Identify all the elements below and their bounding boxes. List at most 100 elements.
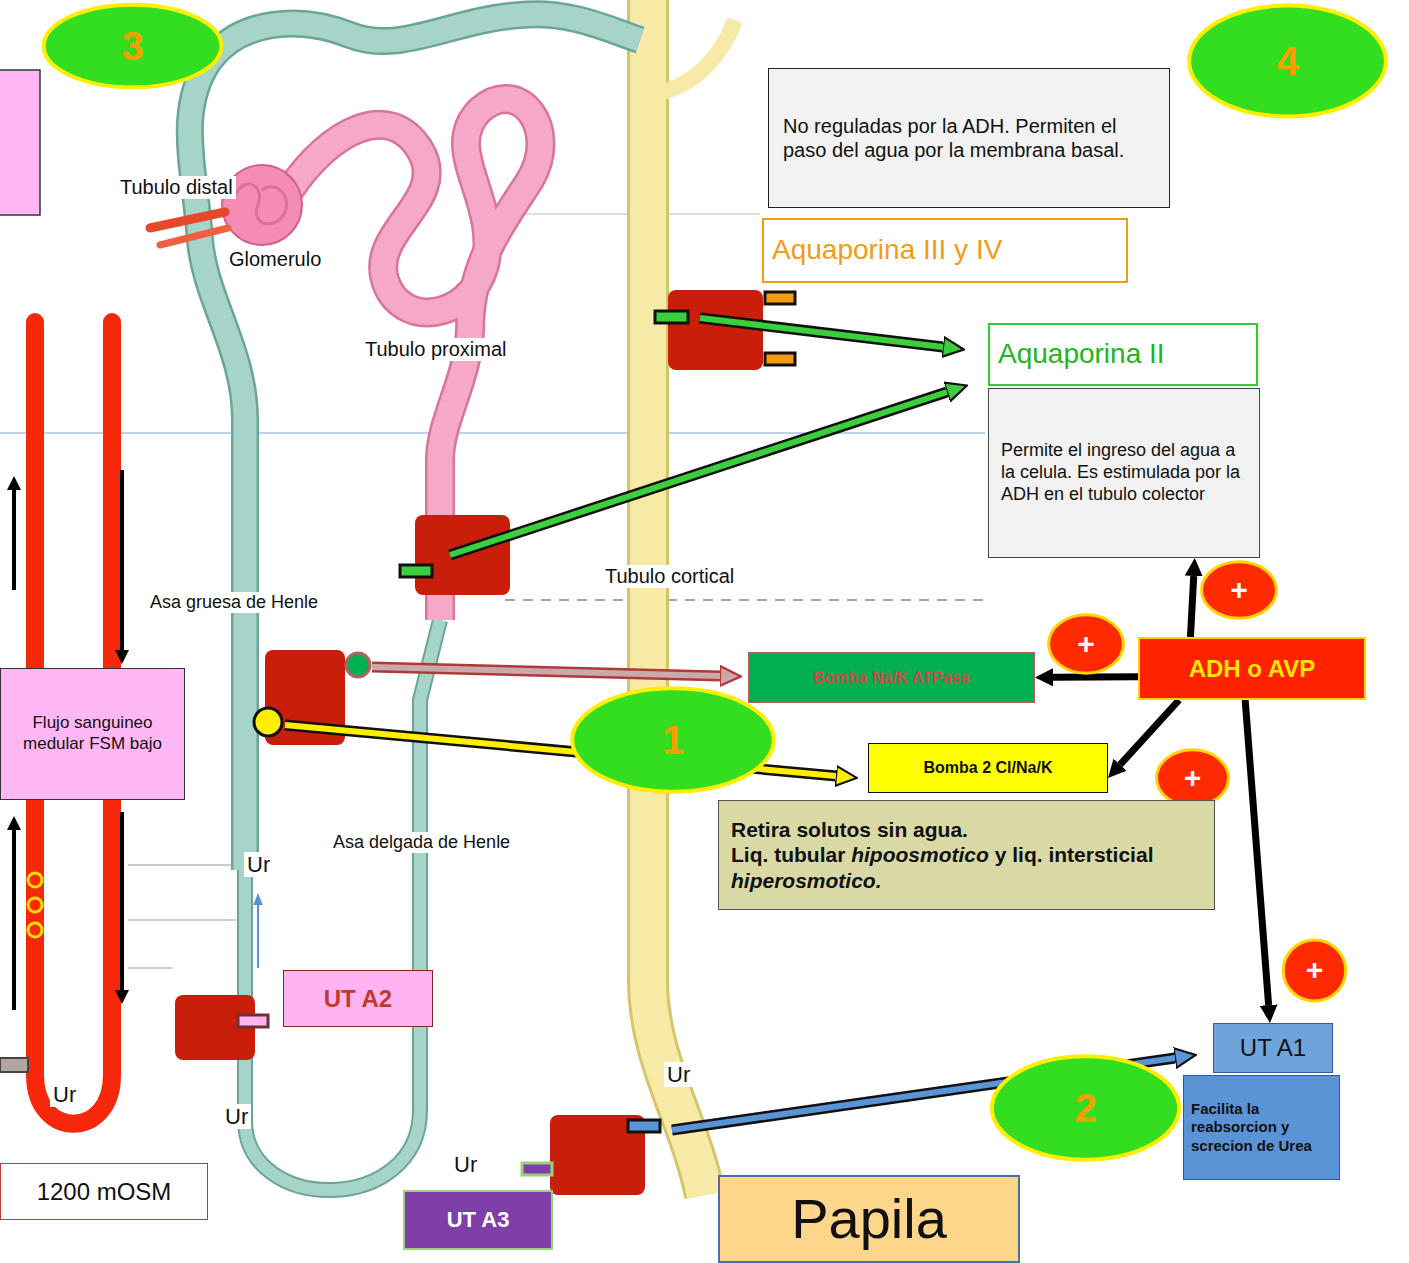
arteriole (160, 228, 228, 245)
flow-arrow (12, 490, 16, 590)
ellipse-shape (1049, 615, 1124, 673)
note-box-text: Facilita la reabsorcion y screcion de Ur… (1191, 1100, 1329, 1155)
note-box: Facilita la reabsorcion y screcion de Ur… (1183, 1075, 1340, 1180)
stimulus-arrow (1053, 673, 1138, 681)
text-run: intersticial (1048, 843, 1153, 866)
note-box: No reguladas por la ADH. Permiten el pas… (768, 68, 1170, 208)
pump-label: Bomba 2 Cl/Na/K (868, 743, 1108, 793)
pointer-arrow (450, 392, 947, 555)
note-box-edge (0, 70, 40, 215)
thin-limb-edge (245, 620, 440, 1190)
transporter-symbol (522, 1163, 552, 1175)
value-box-text: 1200 mOSM (37, 1177, 172, 1206)
pointer-arrow (372, 667, 720, 676)
note-box-text: Retira solutos sin agua. Liq. tubular hi… (731, 817, 1199, 894)
solute-label: Ur (222, 1104, 251, 1129)
step-number: 3 (40, 2, 225, 90)
arrow-outline (450, 392, 947, 555)
aquaporin-2-symbol (655, 311, 688, 323)
transporter-label: UT A1 (1213, 1023, 1333, 1073)
ellipse-shape (1202, 562, 1277, 618)
channel-label: Aquaporina III y IV (762, 218, 1128, 283)
zone-line (128, 920, 236, 921)
solute-dot (28, 873, 42, 887)
channel-label: Aquaporina II (988, 323, 1258, 386)
part-name: Glomerulo (226, 248, 324, 271)
stimulus-sign-text: + (1306, 952, 1324, 989)
stimulus-sign: + (1282, 938, 1347, 1003)
text-run: solutos (796, 818, 871, 841)
ellipse-shape (1283, 940, 1345, 1001)
note-box: Retira solutos sin agua. Liq. tubular hi… (718, 800, 1215, 910)
text-run: Retira (731, 818, 791, 841)
ellipse-shape (1189, 6, 1386, 117)
aquaporin-3-symbol (765, 292, 795, 304)
aquaporin-3-symbol (765, 353, 795, 365)
transporter-symbol (238, 1015, 268, 1027)
note-box-text: No reguladas por la ADH. Permiten el pas… (783, 114, 1152, 163)
ellipse-shape (992, 1056, 1179, 1159)
solute-dot (28, 898, 42, 912)
pump-label: Bomba Na/K ATPasa (748, 652, 1035, 703)
step-number-text: 1 (662, 716, 684, 765)
channel-label-text: Aquaporina II (998, 337, 1165, 371)
urea-arrow (257, 905, 259, 968)
pump-label-text: Bomba Na/K ATPasa (813, 668, 969, 688)
hormone-box-text: ADH o AVP (1189, 654, 1316, 683)
text-run: hiperosmotico. (731, 869, 882, 892)
flow-arrow (12, 830, 16, 1010)
solute-label: Ur (664, 1062, 693, 1087)
step-number-text: 3 (121, 22, 143, 71)
text-run: hipoosmotico (851, 843, 989, 866)
stimulus-arrow (1245, 700, 1268, 1005)
solute-label: Ur (50, 1082, 79, 1107)
text-run: sin (877, 818, 907, 841)
part-name: Asa delgada de Henle (330, 832, 513, 853)
flow-arrow (120, 470, 124, 650)
text-run: Liq. (731, 843, 768, 866)
glomerulus-capillary (235, 184, 287, 224)
flow-arrow (120, 812, 124, 990)
transporter-label-text: UT A1 (1240, 1033, 1306, 1062)
note-box-text: Flujo sanguineo medular FSM bajo (11, 713, 175, 754)
ellipse-shape (44, 5, 222, 88)
transporter-label-text: UT A2 (324, 984, 392, 1013)
pump-symbol (254, 708, 282, 736)
transporter-label: UT A3 (403, 1190, 553, 1250)
pump-symbol (346, 653, 370, 677)
text-run: y (995, 843, 1007, 866)
stimulus-sign: + (1200, 560, 1278, 620)
step-number: 1 (568, 685, 778, 795)
part-name: Asa gruesa de Henle (147, 592, 321, 613)
transporter-symbol (628, 1120, 660, 1132)
part-name: Tubulo proximal (362, 338, 510, 361)
zone-line (505, 599, 990, 601)
region-label-text: Papila (791, 1185, 947, 1253)
part-name: Tubulo cortical (602, 565, 737, 588)
stimulus-arrow (1190, 576, 1193, 637)
text-run: agua. (913, 818, 968, 841)
epithelial-cell (668, 290, 763, 370)
step-number-text: 4 (1276, 37, 1298, 86)
zone-line (128, 968, 172, 969)
stimulus-sign-text: + (1077, 626, 1095, 663)
part-name: Tubulo distal (117, 176, 236, 199)
stimulus-sign-text: + (1230, 572, 1248, 609)
channel-label-text: Aquaporina III y IV (772, 233, 1002, 267)
collecting-duct (648, 0, 705, 1195)
arrow-outline (372, 667, 720, 676)
collecting-duct-branch (648, 20, 735, 95)
solute-label: Ur (244, 852, 273, 877)
step-number: 4 (1185, 2, 1390, 120)
ellipse-shape (1157, 750, 1229, 806)
ellipse-shape (572, 688, 774, 791)
transporter-label-text: UT A3 (447, 1207, 510, 1234)
solute-dot (28, 923, 42, 937)
stimulus-sign: + (1047, 613, 1125, 675)
thin-limb (245, 620, 440, 1190)
text-run: tubular (774, 843, 845, 866)
collecting-duct-edge (648, 0, 705, 1195)
stimulus-sign-text: + (1184, 760, 1202, 797)
transporter-symbol (0, 1058, 28, 1072)
